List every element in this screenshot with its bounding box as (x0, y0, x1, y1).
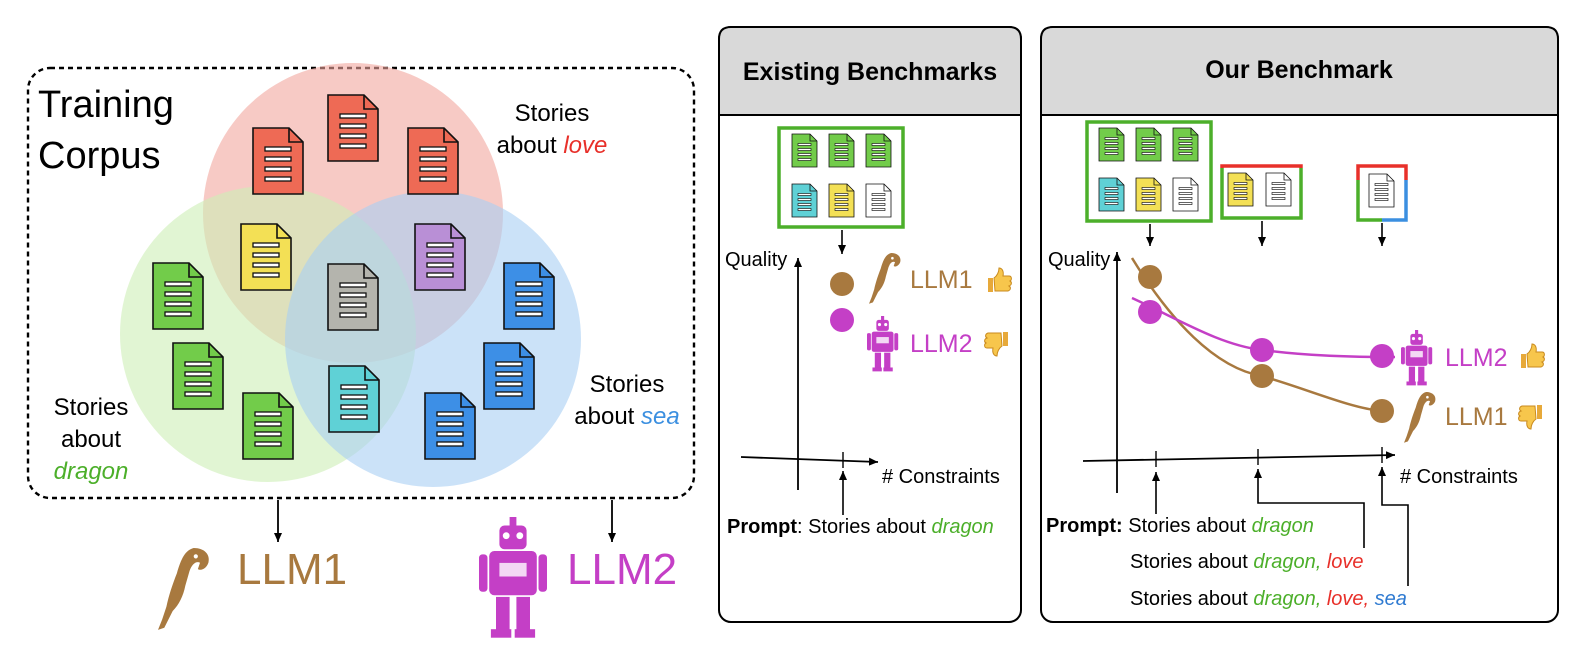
existing-x-axis (740, 456, 879, 466)
love-sea-document-icon (414, 223, 466, 291)
existing-dragon-sea-doc-icon (791, 183, 818, 218)
dragon-label-line1: Stories (54, 394, 129, 421)
existing-plain-doc-icon (865, 183, 892, 218)
existing-prompt-dragon-word: dragon (932, 516, 994, 538)
dragon-sea-document-icon (328, 365, 380, 433)
existing-dragon-doc-icon (865, 133, 892, 168)
existing-llm1-dot (830, 272, 854, 296)
ours-llm2-label: LLM2 (1445, 344, 1508, 372)
ours-prompt-arrow-3 (1378, 467, 1409, 586)
existing-dragon-doc-icon (791, 133, 818, 168)
sea-label-line1: Stories (590, 371, 665, 398)
existing-benchmarks-header: Existing Benchmarks (743, 58, 997, 86)
ours-dragon-doc-icon (1172, 127, 1199, 162)
ours-x-axis (1082, 451, 1396, 462)
ours-prompt-2: Stories about dragon, love (1130, 551, 1364, 573)
ours-llm1-dot-2 (1250, 364, 1274, 388)
ours-dragon-doc-icon (1098, 127, 1125, 162)
ours-doc-set-love-top-border (1356, 164, 1408, 180)
ours-doc-set-dragon-border (1356, 180, 1382, 222)
ours-llm1-dot-3 (1370, 399, 1394, 423)
existing-prompt: Prompt: Stories about dragon (727, 516, 994, 538)
existing-benchmarks-header-bg (718, 26, 1022, 116)
llm1-label: LLM1 (237, 545, 347, 594)
ours-prompt-2-dragon-word: dragon, (1253, 551, 1321, 573)
ours-llm2-dot-2 (1250, 338, 1274, 362)
existing-dragon-doc-icon (828, 133, 855, 168)
existing-x-axis-label: # Constraints (882, 466, 1000, 488)
ours-x-axis-label: # Constraints (1400, 466, 1518, 488)
our-benchmark-header-bg (1040, 26, 1559, 116)
love-document-icon (327, 94, 379, 162)
existing-llm1-label: LLM1 (910, 266, 973, 294)
ours-prompt-1-dragon-word: dragon (1252, 515, 1314, 537)
training-corpus-title-line2: Corpus (38, 135, 161, 177)
ours-prompt-3-love-word: love, (1321, 588, 1369, 610)
sea-word: sea (641, 403, 680, 430)
love-dragon-document-icon (240, 223, 292, 291)
llm2-label: LLM2 (567, 545, 677, 594)
existing-love-dragon-doc-icon (828, 183, 855, 218)
existing-llm2-label: LLM2 (910, 330, 973, 358)
ours-love-dragon-doc-icon (1135, 177, 1162, 212)
ours-prompt-1: Prompt: Stories about dragon (1046, 515, 1314, 537)
training-corpus-title-line1: Training (38, 84, 174, 126)
ours-llm1-label: LLM1 (1445, 403, 1508, 431)
ours-y-axis-label: Quality (1048, 249, 1110, 271)
ours-llm2-dot-1 (1138, 300, 1162, 324)
ours-dragon-sea-doc-icon (1098, 177, 1125, 212)
ours-plain-doc-icon (1172, 177, 1199, 212)
sea-document-icon (503, 262, 555, 330)
love-document-icon (252, 127, 304, 195)
all-topics-document-icon (327, 263, 379, 331)
ours-love-dragon-doc-icon (1227, 172, 1254, 207)
ours-plain-doc-icon (1368, 173, 1395, 208)
sea-label-line2: about sea (574, 403, 679, 430)
ours-plain-doc-icon (1265, 172, 1292, 207)
love-word: love (563, 132, 607, 159)
ours-prompt-3: Stories about dragon, love, sea (1130, 588, 1407, 610)
our-benchmark-header: Our Benchmark (1205, 56, 1393, 84)
ours-prompt-3-dragon-word: dragon, (1253, 588, 1321, 610)
existing-doc-set-box (777, 126, 905, 229)
love-label-line1: Stories (515, 100, 590, 127)
ours-llm2-dot-3 (1370, 344, 1394, 368)
ours-prompt-2-love-word: love (1321, 551, 1363, 573)
ours-prompt-3-sea-word: sea (1369, 588, 1407, 610)
existing-llm2-dot (830, 308, 854, 332)
ours-dragon-doc-icon (1135, 127, 1162, 162)
existing-y-axis-label: Quality (725, 249, 787, 271)
dragon-label-line2: about (61, 426, 121, 453)
robot-icon (479, 517, 547, 638)
ours-doc-set-sea-border (1382, 180, 1408, 222)
sea-document-icon (483, 342, 535, 410)
dragon-document-icon (172, 342, 224, 410)
ours-llm1-dot-1 (1138, 265, 1162, 289)
love-document-icon (407, 127, 459, 195)
ours-prompt-arrow-2 (1254, 469, 1365, 548)
dragon-word: dragon (54, 458, 129, 485)
dragon-document-icon (242, 392, 294, 460)
dragon-document-icon (152, 262, 204, 330)
ours-doc-set-dragon-love-box (1220, 168, 1303, 220)
ours-doc-set-dragon-box (1085, 120, 1213, 223)
ours-doc-set-love-top-border (1220, 164, 1303, 168)
sea-document-icon (424, 392, 476, 460)
parrot-icon (158, 548, 209, 630)
love-label-line2: about love (497, 132, 608, 159)
